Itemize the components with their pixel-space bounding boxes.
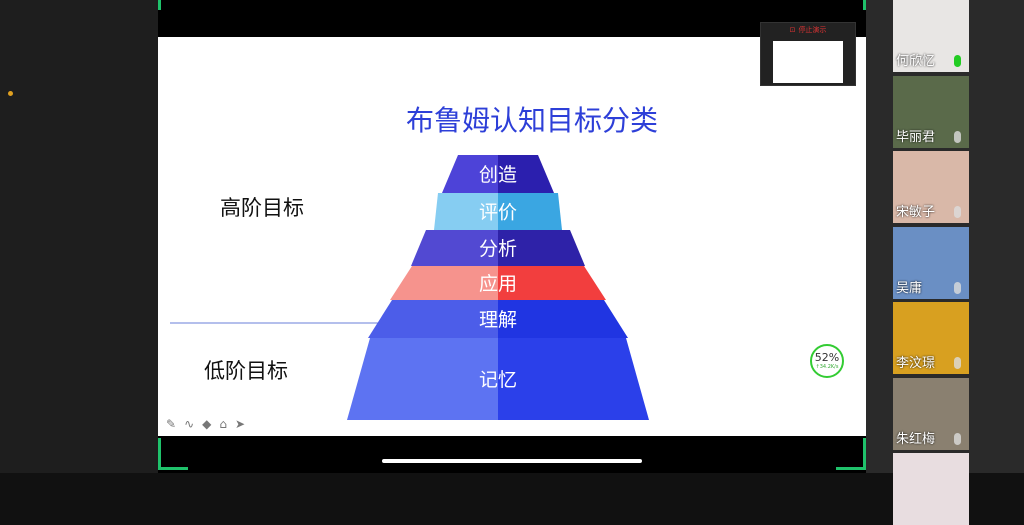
pyramid-level-1 xyxy=(498,193,562,230)
pyramid-level-1 xyxy=(434,193,498,230)
corner-bracket xyxy=(836,438,866,470)
network-percent: 52% xyxy=(814,351,840,364)
eraser-icon[interactable]: ⌂ xyxy=(219,417,227,431)
participant-tile[interactable]: 吴庸 xyxy=(893,226,969,299)
microphone-icon xyxy=(954,357,961,369)
slide-title: 布鲁姆认知目标分类 xyxy=(405,104,658,137)
pyramid-level-3 xyxy=(498,266,606,300)
self-preview[interactable]: ⊡停止演示 xyxy=(760,22,856,86)
status-dot xyxy=(8,91,13,96)
pyramid-level-2 xyxy=(411,230,498,266)
pyramid-level-0 xyxy=(498,155,554,193)
pointer-icon[interactable]: ➤ xyxy=(234,417,246,431)
preview-thumbnail xyxy=(773,41,843,83)
pyramid-level-4: 理解 xyxy=(479,309,517,331)
curve-icon[interactable]: ∿ xyxy=(184,417,195,431)
participant-name: 毕丽君 xyxy=(896,129,936,145)
pyramid-level-3 xyxy=(390,266,498,300)
pen-icon[interactable]: ✎ xyxy=(166,417,177,431)
stop-label: 停止演示 xyxy=(798,26,827,34)
participant-name: 何欣忆 xyxy=(896,54,936,69)
upload-speed: ↑34.2K/s xyxy=(815,364,839,370)
participant-list: 何欣忆毕丽君宋敏子吴庸李汶璟朱红梅 xyxy=(866,0,1024,525)
participant-tile[interactable]: 毕丽君 xyxy=(893,75,969,148)
pyramid-level-4 xyxy=(368,300,498,338)
participant-tile[interactable] xyxy=(893,453,969,525)
annotation-toolbar: ✎ ∿ ◆ ⌂ ➤ xyxy=(166,417,245,431)
pyramid-level-4 xyxy=(498,300,628,338)
pyramid-level-0 xyxy=(442,155,498,193)
network-indicator: 52%↑34.2K/s xyxy=(810,344,844,378)
pyramid-level-2 xyxy=(498,230,585,266)
participant-tile[interactable]: 朱红梅 xyxy=(893,377,969,450)
microphone-icon xyxy=(954,206,961,218)
participant-name: 朱红梅 xyxy=(896,431,936,447)
high-order-label: 高阶目标 xyxy=(220,196,304,220)
pyramid-level-3: 应用 xyxy=(479,273,517,295)
microphone-icon xyxy=(954,55,961,67)
pyramid-level-5 xyxy=(347,338,498,420)
marker-icon[interactable]: ◆ xyxy=(202,417,212,431)
pyramid-level-2: 分析 xyxy=(479,238,517,260)
participant-tile[interactable]: 李汶璟 xyxy=(893,302,969,374)
pyramid-level-5: 记忆 xyxy=(479,369,517,391)
left-panel xyxy=(0,0,158,473)
microphone-icon xyxy=(954,130,961,143)
participant-name: 宋敏子 xyxy=(896,205,936,220)
presentation-slide: 布鲁姆认知目标分类 高阶目标 低阶目标 创造评价分析应用理解记忆 ✎ ∿ ◆ ⌂… xyxy=(158,37,866,436)
microphone-icon xyxy=(954,281,961,294)
pyramid-level-1: 评价 xyxy=(479,202,517,224)
home-indicator[interactable] xyxy=(382,459,642,463)
participant-name: 吴庸 xyxy=(896,280,923,296)
participant-name: 李汶璟 xyxy=(896,356,936,371)
participant-tile[interactable]: 宋敏子 xyxy=(893,151,969,223)
low-order-label: 低阶目标 xyxy=(204,359,288,383)
stop-icon: ⊡ xyxy=(789,26,796,34)
pyramid-level-5 xyxy=(498,338,649,420)
microphone-icon xyxy=(954,432,961,445)
stop-presenting-button[interactable]: ⊡停止演示 xyxy=(761,23,855,37)
participant-tile[interactable]: 何欣忆 xyxy=(893,0,969,72)
pyramid-level-0: 创造 xyxy=(479,164,517,186)
corner-bracket xyxy=(836,0,866,10)
corner-bracket xyxy=(158,438,188,470)
corner-bracket xyxy=(158,0,188,10)
